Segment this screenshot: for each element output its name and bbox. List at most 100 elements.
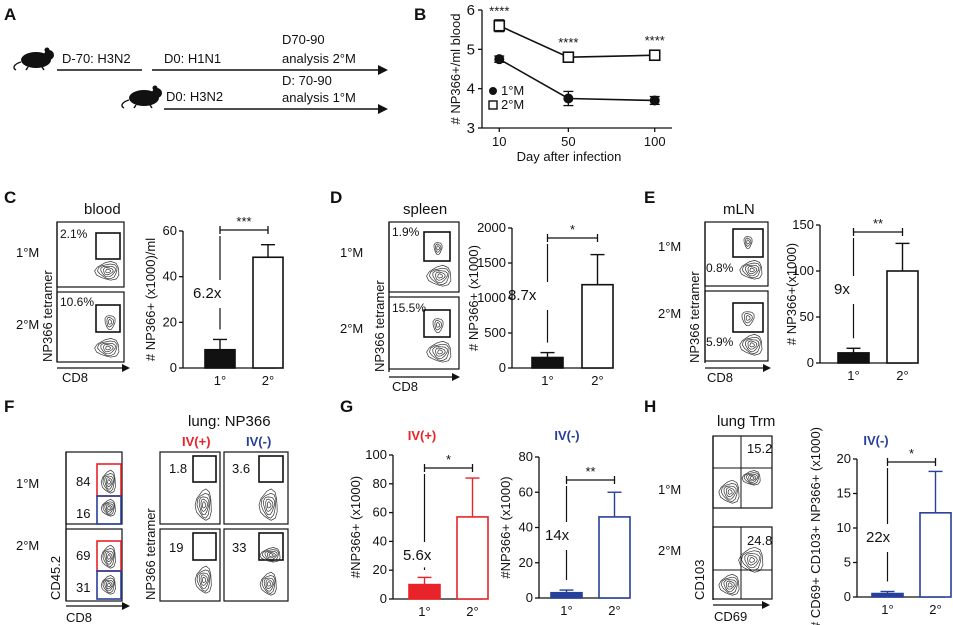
contour-line bbox=[725, 487, 735, 498]
flow-x-axis-label: CD8 bbox=[707, 370, 733, 385]
contour-line bbox=[104, 503, 114, 514]
contour-line bbox=[104, 475, 114, 490]
y-tick-label: 5 bbox=[467, 41, 475, 58]
contour-line bbox=[426, 264, 452, 287]
bar-1° bbox=[837, 352, 870, 364]
x-tick-label: 2° bbox=[608, 603, 620, 618]
contour-line bbox=[720, 576, 738, 595]
bar-1° bbox=[204, 348, 236, 369]
contour-line bbox=[200, 498, 208, 512]
contour-line bbox=[433, 242, 443, 255]
panel-label-h: H bbox=[644, 397, 656, 416]
contour-line bbox=[105, 268, 111, 274]
bar-2° bbox=[886, 270, 919, 364]
significance-stars: **** bbox=[558, 35, 578, 50]
contour-line bbox=[97, 340, 118, 357]
contour-line bbox=[103, 344, 114, 353]
panel-d-flow: spleen 1.9% 15.5% 1°M 2°M NP366 tetramer… bbox=[340, 201, 460, 394]
contour-line bbox=[94, 261, 120, 281]
flow-x-axis-label: CD8 bbox=[66, 610, 92, 625]
flow-plot-ivneg-2m bbox=[223, 528, 289, 602]
bar-2° bbox=[919, 512, 952, 598]
contour-density bbox=[104, 315, 116, 330]
contour-line bbox=[426, 340, 452, 363]
contour-line bbox=[435, 243, 442, 253]
y-tick-label: 0 bbox=[499, 360, 506, 375]
iv-positive-label: IV(+) bbox=[182, 434, 211, 449]
flow-y-axis-label: NP366 tetramer bbox=[372, 280, 387, 372]
x-tick-label: 2° bbox=[591, 373, 603, 388]
flow-gate bbox=[192, 455, 217, 483]
flow-row-label-2m: 2°M bbox=[16, 317, 39, 332]
contour-line bbox=[105, 345, 111, 351]
gate-percent: 31 bbox=[76, 580, 90, 595]
significance-stars: ** bbox=[873, 216, 883, 231]
contour-density bbox=[100, 544, 116, 569]
contour-density bbox=[743, 236, 753, 249]
contour-line bbox=[747, 554, 758, 566]
timeline-step-analysis-2m-l2: analysis 2°M bbox=[282, 51, 356, 66]
y-tick-label: 100 bbox=[792, 263, 814, 278]
contour-line bbox=[103, 267, 114, 276]
contour-line bbox=[196, 493, 211, 519]
contour-line bbox=[746, 473, 758, 483]
contour-line bbox=[739, 333, 763, 356]
significance-stars: *** bbox=[236, 214, 251, 229]
timeline-step-d0-h1n1: D0: H1N1 bbox=[164, 51, 221, 66]
y-tick-label: 0 bbox=[170, 360, 177, 375]
x-tick-label: 2° bbox=[262, 373, 274, 388]
contour-line bbox=[436, 322, 441, 328]
contour-line bbox=[429, 343, 450, 362]
contour-line bbox=[259, 547, 281, 563]
gate-percent: 69 bbox=[76, 548, 90, 563]
contour-line bbox=[725, 580, 735, 590]
flow-row-label-1m: 1°M bbox=[16, 245, 39, 260]
timeline-step-d0-h3n2: D0: H3N2 bbox=[166, 89, 223, 104]
flow-gate bbox=[732, 302, 764, 333]
contour-line bbox=[434, 319, 443, 331]
mouse-icon bbox=[121, 85, 162, 109]
contour-line bbox=[718, 479, 740, 504]
contour-density bbox=[194, 565, 212, 594]
contour-density bbox=[100, 575, 116, 595]
significance-stars: **** bbox=[489, 4, 509, 19]
panel-label-f: F bbox=[4, 397, 14, 416]
contour-line bbox=[106, 581, 113, 590]
contour-line bbox=[741, 550, 762, 571]
y-tick-label: 150 bbox=[792, 217, 814, 232]
y-tick-label: 10 bbox=[837, 520, 851, 535]
panel-h-flow: lung Trm 15.2 24.8 1°M 2°M CD103 CD69 bbox=[658, 413, 775, 624]
panel-label-g: G bbox=[340, 397, 353, 416]
significance-stars: ** bbox=[585, 464, 595, 479]
contour-density bbox=[100, 499, 116, 517]
flow-y-axis-label: NP366 tetramer bbox=[40, 270, 55, 362]
y-axis-label: # CD69+ CD103+ NP366+ (x1000) bbox=[808, 427, 823, 625]
contour-line bbox=[100, 499, 116, 517]
contour-line bbox=[745, 237, 752, 247]
y-tick-label: 20 bbox=[519, 555, 533, 570]
y-tick-label: 0 bbox=[807, 355, 814, 370]
flow-gate bbox=[258, 455, 284, 483]
contour-density bbox=[100, 469, 116, 494]
contour-line bbox=[107, 479, 111, 485]
y-tick-label: 3 bbox=[467, 120, 475, 137]
contour-line bbox=[738, 546, 764, 573]
contour-line bbox=[739, 260, 763, 280]
contour-line bbox=[742, 262, 761, 279]
contour-line bbox=[749, 342, 755, 348]
contour-density bbox=[258, 488, 278, 521]
fold-change-label: 14x bbox=[545, 527, 570, 544]
y-tick-label: 1000 bbox=[477, 290, 506, 305]
contour-line bbox=[435, 271, 446, 281]
contour-line bbox=[747, 266, 758, 275]
contour-line bbox=[261, 575, 276, 594]
contour-line bbox=[749, 476, 755, 480]
y-tick-label: 20 bbox=[837, 451, 851, 466]
y-axis-label: # NP366+(x1000) bbox=[784, 243, 799, 345]
gate-percent: 15.5% bbox=[392, 301, 426, 315]
x-tick-label: 1° bbox=[214, 373, 226, 388]
